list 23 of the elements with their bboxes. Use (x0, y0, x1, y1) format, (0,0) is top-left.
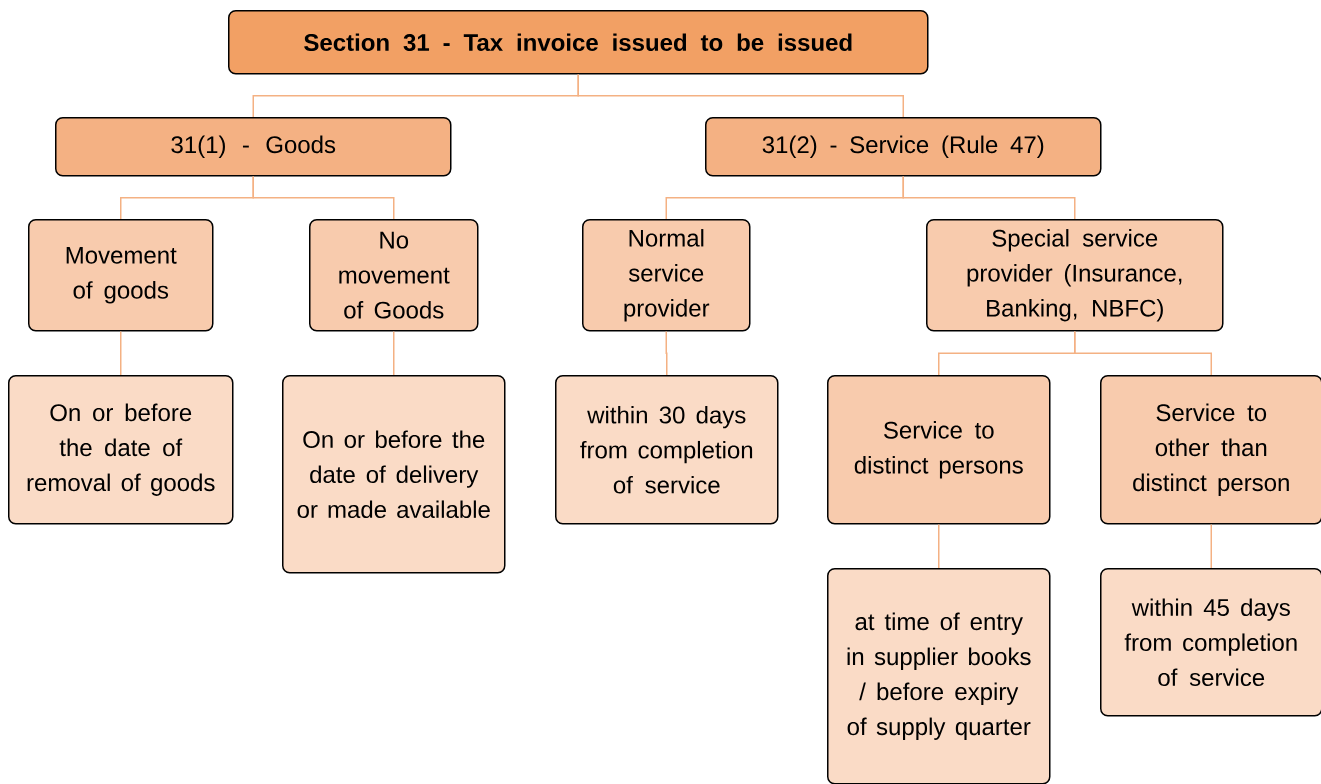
connector-line (902, 175, 1076, 220)
connector-line (1210, 523, 1212, 569)
case-box: Movement of goods (28, 219, 214, 332)
category-box: 31(2) - Service (Rule 47) (705, 117, 1102, 177)
connector-line (252, 175, 395, 220)
time-limit-box: at time of entry in supplier books / before expiry of supply quarter (827, 568, 1051, 784)
time-limit-box: On or before the date of removal of goods (8, 375, 234, 525)
connector-line (393, 330, 395, 376)
time-limit-box: within 45 days from completion of service (1100, 568, 1321, 717)
case-box: Service to other than distinct person (1100, 375, 1321, 525)
case-box: Service to distinct persons (827, 375, 1051, 525)
time-limit-box: On or before the date of delivery or made available (282, 375, 506, 574)
case-box: Normal service provider (582, 219, 751, 332)
case-box: No movement of Goods (309, 219, 479, 332)
category-box: 31(1) - Goods (55, 117, 452, 177)
connector-line (1074, 330, 1212, 376)
connector-line (665, 330, 668, 376)
time-limit-box: within 30 days from completion of service (555, 375, 779, 525)
connector-line (120, 330, 122, 376)
heading-box: Section 31 - Tax invoice issued to be issued (228, 10, 929, 75)
connector-line (938, 523, 940, 569)
connector-line (577, 73, 904, 118)
case-box: Special service provider (Insurance, Banking, NBFC) (926, 219, 1224, 332)
